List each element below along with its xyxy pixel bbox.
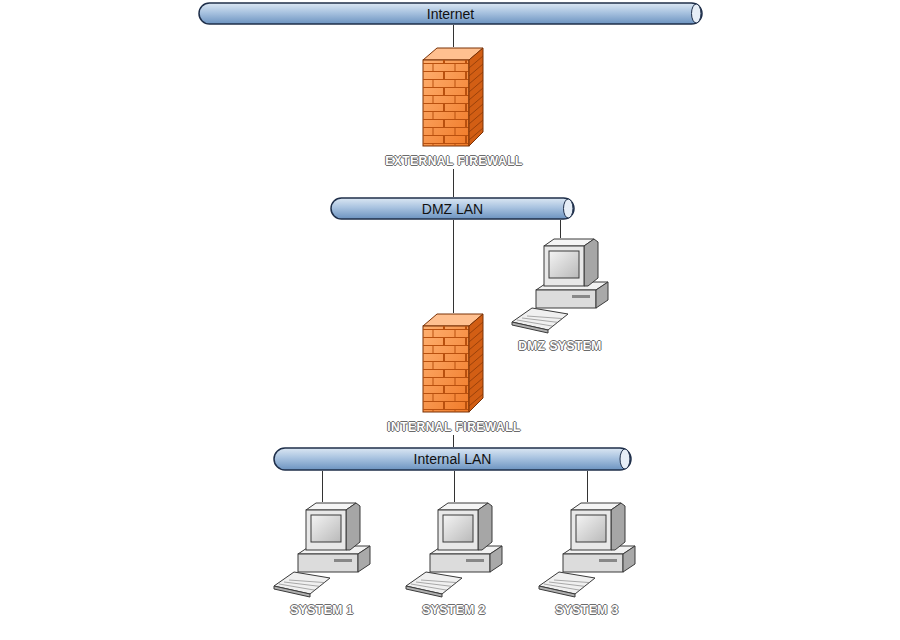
firewall-icon: [422, 47, 484, 147]
firewall-node: INTERNAL FIREWALL: [383, 313, 523, 435]
system-label: SYSTEM 2: [418, 602, 490, 618]
firewall-label: EXTERNAL FIREWALL: [381, 153, 527, 169]
computer-node: DMZ SYSTEM: [510, 238, 610, 354]
system-label: SYSTEM 3: [551, 602, 623, 618]
system-label: SYSTEM 1: [286, 602, 358, 618]
system-label: DMZ SYSTEM: [514, 338, 606, 354]
lan-band: DMZ LAN: [330, 197, 575, 220]
computer-icon: [272, 502, 372, 598]
computer-icon: [537, 502, 637, 598]
lan-band: Internal LAN: [273, 447, 632, 471]
network-link: [322, 471, 323, 502]
computer-icon: [404, 502, 504, 598]
lan-band: Internet: [198, 2, 703, 25]
network-link: [454, 471, 455, 502]
firewall-label: INTERNAL FIREWALL: [383, 419, 525, 435]
network-link: [453, 435, 454, 447]
network-name: Internal LAN: [273, 447, 632, 466]
network-link: [560, 220, 561, 238]
computer-icon: [510, 238, 610, 334]
network-link: [453, 169, 454, 197]
network-name: Internet: [198, 2, 703, 21]
network-link: [587, 471, 588, 502]
computer-node: SYSTEM 3: [537, 502, 637, 618]
network-link: [453, 220, 454, 313]
computer-node: SYSTEM 2: [404, 502, 504, 618]
firewall-icon: [422, 313, 484, 413]
computer-node: SYSTEM 1: [272, 502, 372, 618]
network-link: [453, 25, 454, 47]
firewall-node: EXTERNAL FIREWALL: [381, 47, 525, 169]
network-name: DMZ LAN: [330, 197, 575, 216]
